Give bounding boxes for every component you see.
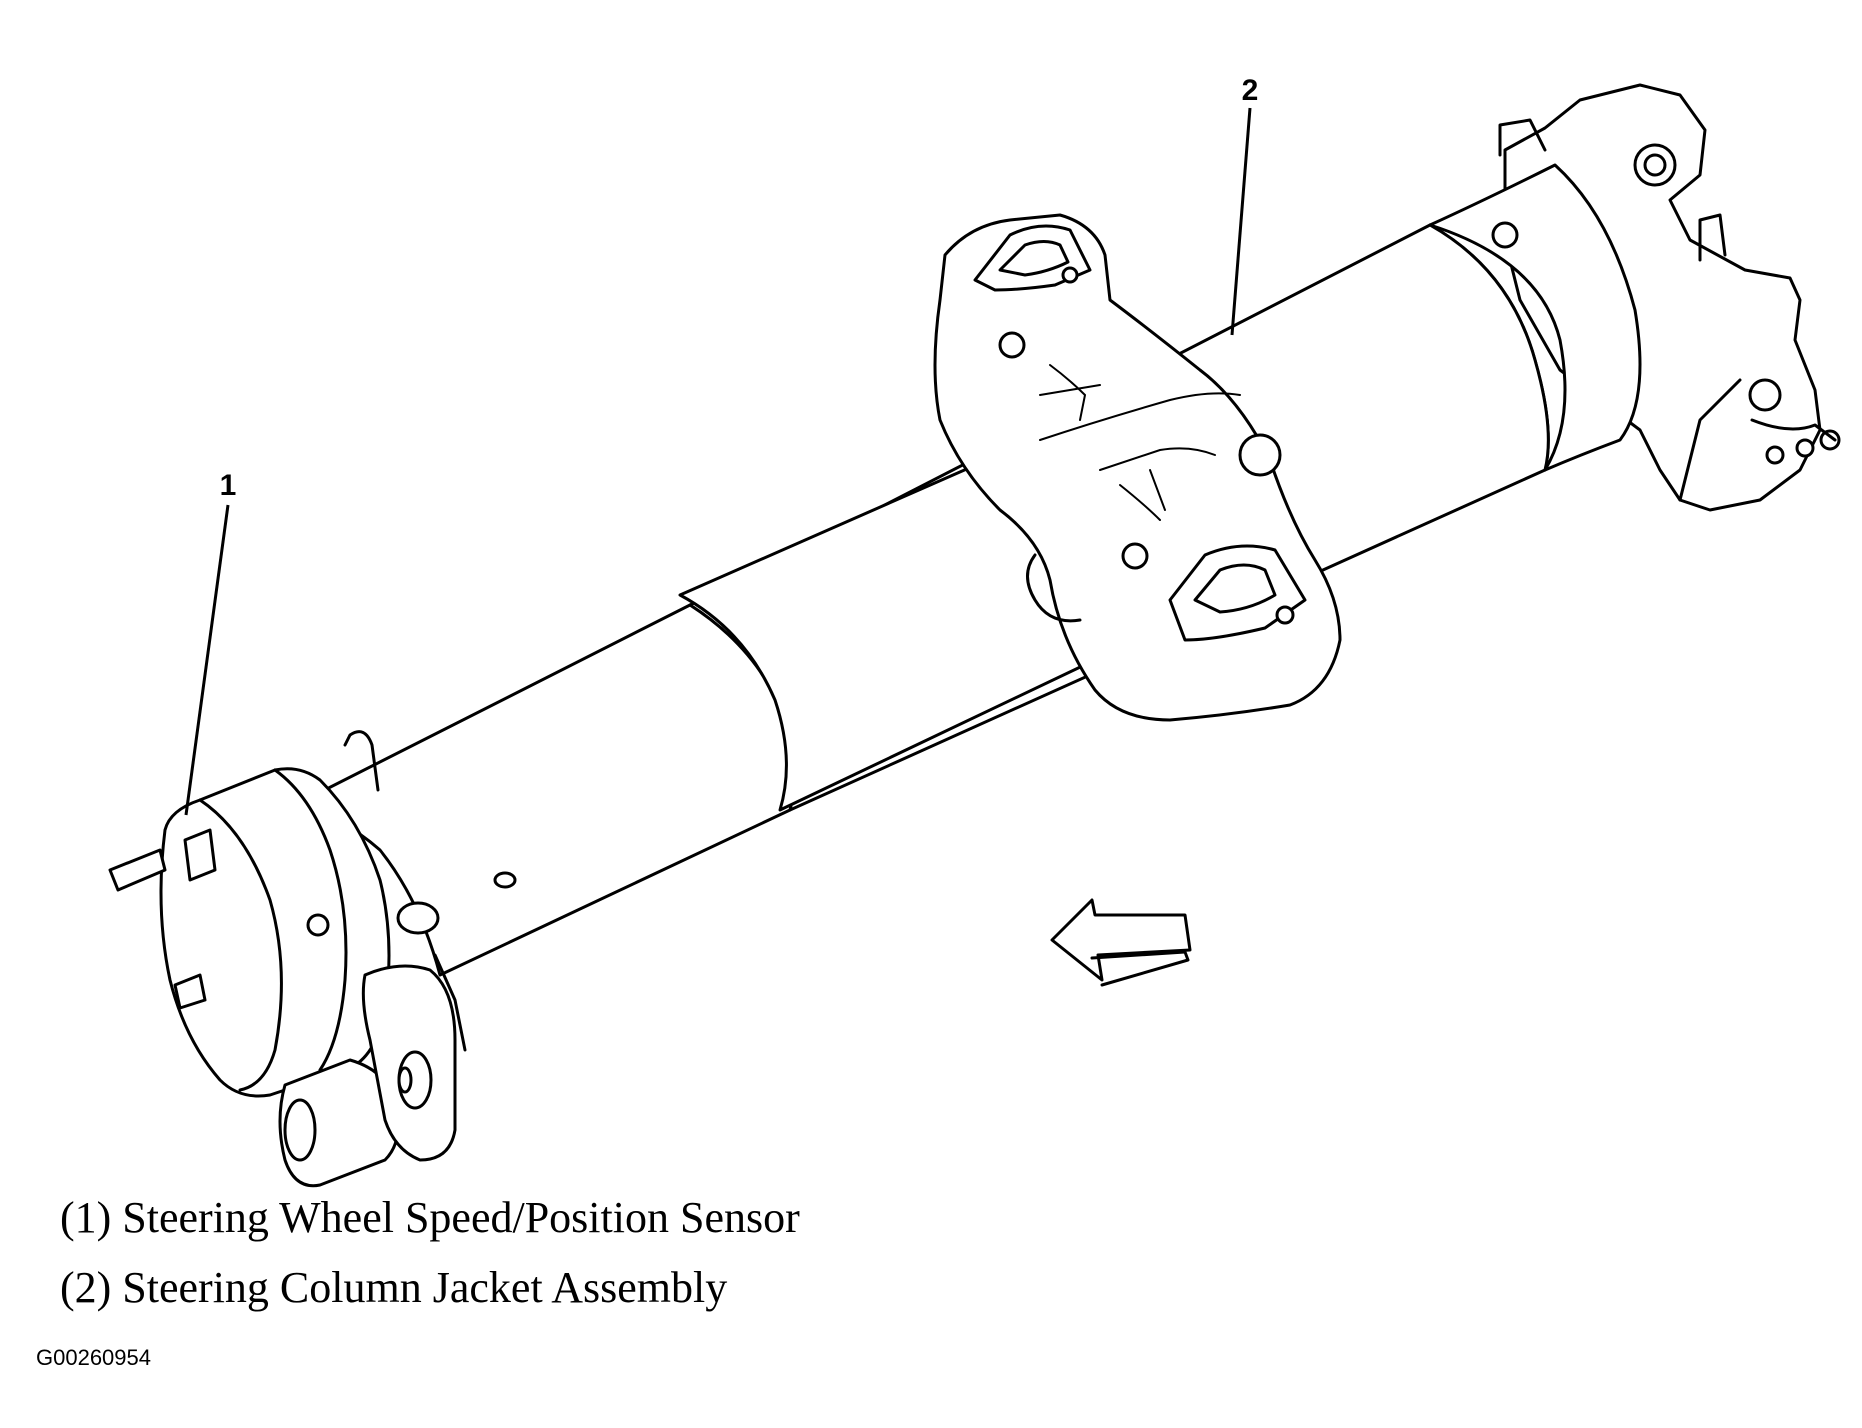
callout-2-leader [1230,107,1252,336]
center-mount-bracket [933,213,1342,722]
legend-item-1: (1) Steering Wheel Speed/Position Sensor [60,1193,800,1242]
callout-2: 2 [1242,74,1259,107]
lower-shaft [278,730,517,1188]
callout-1: 1 [220,469,237,502]
speed-position-sensor [108,767,391,1098]
figure-id: G00260954 [36,1345,151,1370]
legend-item-2: (2) Steering Column Jacket Assembly [60,1263,728,1312]
callout-1-leader [184,504,230,816]
direction-arrow [1050,898,1192,987]
upper-mount-bracket [1498,83,1841,512]
